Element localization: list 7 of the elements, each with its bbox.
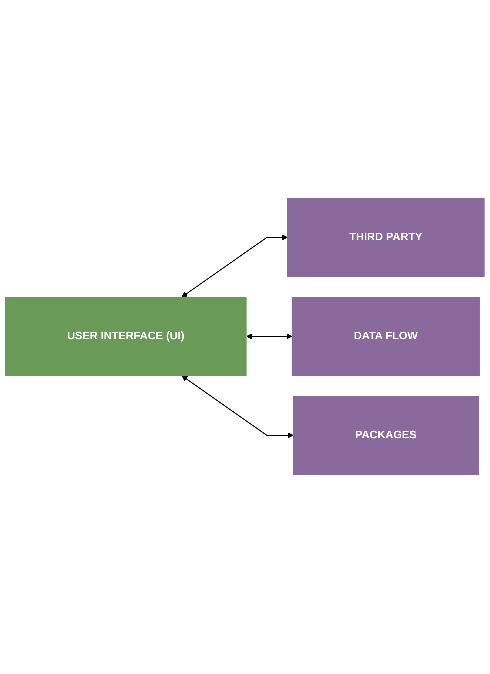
arrow — [246, 334, 293, 340]
node-box: DATA FLOW — [292, 297, 480, 376]
arrow — [182, 376, 294, 439]
arrow — [182, 235, 288, 298]
node-box: PACKAGES — [293, 396, 480, 476]
node-box: USER INTERFACE (UI) — [5, 297, 247, 376]
node-box: THIRD PARTY — [287, 198, 485, 278]
